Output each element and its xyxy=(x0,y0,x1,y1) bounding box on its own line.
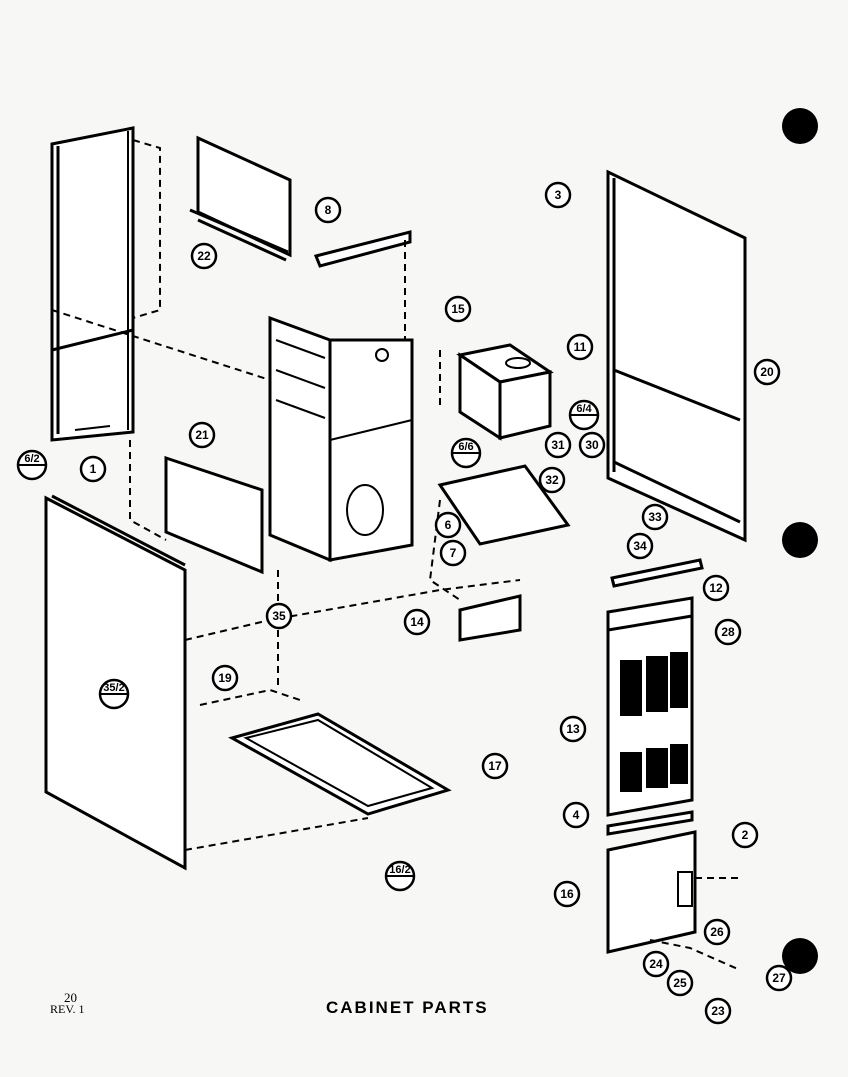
binder-hole-middle xyxy=(782,522,818,558)
fraction-callout-6-4: 6/4 xyxy=(568,399,600,431)
svg-text:6: 6 xyxy=(445,518,452,532)
svg-text:2: 2 xyxy=(742,828,749,842)
part-22-rack xyxy=(189,135,292,262)
svg-text:7: 7 xyxy=(450,546,457,560)
part-1-side-panel xyxy=(50,126,135,442)
callout-26: 26 xyxy=(703,918,731,946)
svg-text:3: 3 xyxy=(555,188,562,202)
part-14-bracket xyxy=(458,594,522,642)
part-15-lower-door xyxy=(606,830,697,954)
fraction-callout-16-2: 16/2 xyxy=(384,860,416,892)
callout-14: 14 xyxy=(403,608,431,636)
svg-text:30: 30 xyxy=(585,438,599,452)
svg-text:23: 23 xyxy=(711,1004,725,1018)
callout-21: 21 xyxy=(188,421,216,449)
svg-text:6/4: 6/4 xyxy=(576,403,592,415)
callout-23: 23 xyxy=(704,997,732,1025)
fraction-callout-35-2: 35/2 xyxy=(98,678,130,710)
callout-12: 12 xyxy=(702,574,730,602)
binder-hole-bottom xyxy=(782,938,818,974)
diagram-title: CABINET PARTS xyxy=(326,998,489,1017)
svg-text:13: 13 xyxy=(566,722,580,736)
svg-text:12: 12 xyxy=(709,581,723,595)
callout-7: 7 xyxy=(439,539,467,567)
callout-32: 32 xyxy=(538,466,566,494)
page-number: 20 xyxy=(64,990,77,1005)
callout-24: 24 xyxy=(642,950,670,978)
callout-30: 30 xyxy=(578,431,606,459)
svg-text:17: 17 xyxy=(488,759,502,773)
callout-13: 13 xyxy=(559,715,587,743)
callout-25: 25 xyxy=(666,969,694,997)
svg-text:16: 16 xyxy=(560,887,574,901)
callout-15: 15 xyxy=(444,295,472,323)
svg-text:21: 21 xyxy=(195,428,209,442)
svg-text:25: 25 xyxy=(673,976,687,990)
part-6-7-shelf xyxy=(437,464,571,546)
svg-text:20: 20 xyxy=(760,365,774,379)
svg-text:31: 31 xyxy=(551,438,565,452)
callout-19: 19 xyxy=(211,664,239,692)
part-3-side-panel xyxy=(606,169,747,543)
svg-text:1: 1 xyxy=(90,462,97,476)
part-8-rail xyxy=(313,230,412,268)
part-21-access-panel xyxy=(164,455,264,575)
callout-34: 34 xyxy=(626,532,654,560)
callout-16: 16 xyxy=(553,880,581,908)
svg-text:11: 11 xyxy=(574,340,587,354)
part-4-strip xyxy=(606,810,694,836)
svg-text:24: 24 xyxy=(649,957,663,971)
svg-text:33: 33 xyxy=(648,510,662,524)
callout-27: 27 xyxy=(765,964,793,992)
callout-22: 22 xyxy=(190,242,218,270)
svg-text:22: 22 xyxy=(197,249,211,263)
svg-text:6/6: 6/6 xyxy=(458,441,473,453)
svg-text:6/2: 6/2 xyxy=(24,453,39,465)
binder-hole-top xyxy=(782,108,818,144)
callout-17: 17 xyxy=(481,752,509,780)
callout-33: 33 xyxy=(641,503,669,531)
fraction-callout-6-6: 6/6 xyxy=(450,437,482,469)
svg-text:26: 26 xyxy=(710,925,724,939)
callout-20: 20 xyxy=(753,358,781,386)
svg-text:27: 27 xyxy=(772,971,786,985)
callout-11: 11 xyxy=(566,333,594,361)
svg-text:34: 34 xyxy=(633,539,647,553)
part-12-rail xyxy=(610,558,704,588)
svg-text:35/2: 35/2 xyxy=(103,682,124,694)
part-13-louvered-panel xyxy=(606,596,694,817)
callout-31: 31 xyxy=(544,431,572,459)
callout-28: 28 xyxy=(714,618,742,646)
heat-exchanger-assembly xyxy=(268,315,414,563)
svg-text:4: 4 xyxy=(573,808,580,822)
callout-3: 3 xyxy=(544,181,572,209)
callout-1: 1 xyxy=(79,455,107,483)
part-11-blower-box xyxy=(456,343,554,441)
svg-text:32: 32 xyxy=(545,473,559,487)
svg-text:14: 14 xyxy=(410,615,424,629)
svg-text:15: 15 xyxy=(451,302,465,316)
revision-label: REV. 1 xyxy=(50,1002,85,1016)
svg-text:16/2: 16/2 xyxy=(389,864,410,876)
svg-text:28: 28 xyxy=(721,625,735,639)
callout-8: 8 xyxy=(314,196,342,224)
callout-4: 4 xyxy=(562,801,590,829)
svg-text:19: 19 xyxy=(218,671,232,685)
part-17-base-tray xyxy=(228,712,452,816)
callout-6: 6 xyxy=(434,511,462,539)
svg-text:35: 35 xyxy=(272,609,286,623)
callout-35: 35 xyxy=(265,602,293,630)
svg-text:8: 8 xyxy=(325,203,332,217)
callout-2: 2 xyxy=(731,821,759,849)
fraction-callout-6-2: 6/2 xyxy=(16,449,48,481)
